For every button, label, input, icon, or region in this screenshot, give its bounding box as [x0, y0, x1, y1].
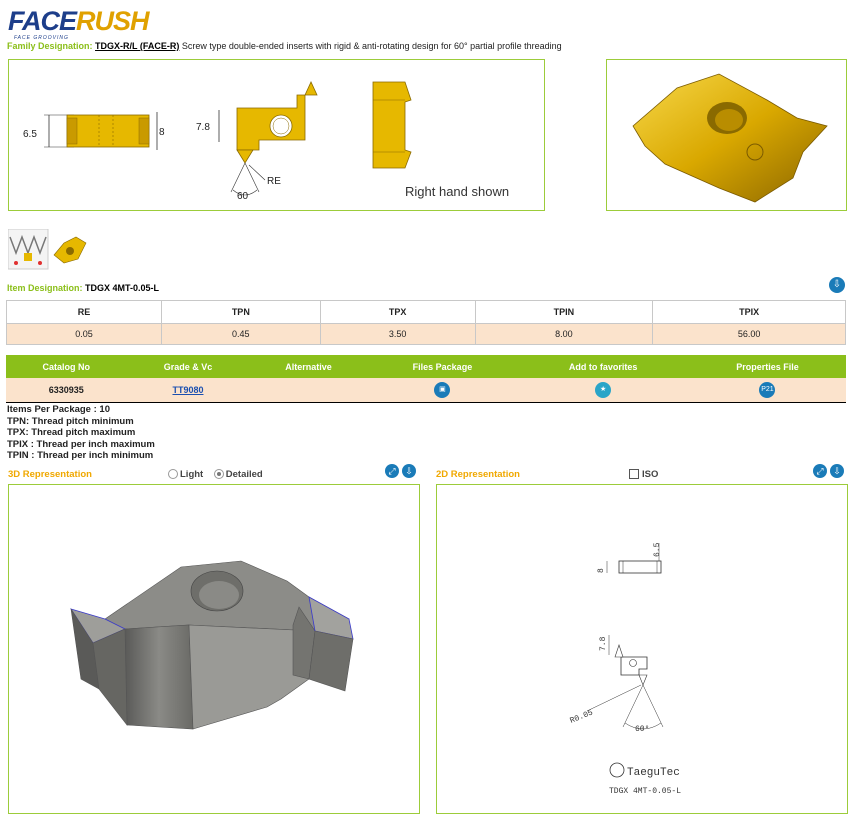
legend: Items Per Package : 10 TPN: Thread pitch…: [7, 404, 155, 462]
family-code-link[interactable]: TDGX-R/L (FACE-R): [95, 41, 180, 51]
legend-line: TPIN : Thread per inch minimum: [7, 450, 154, 462]
dim-8: 8: [159, 127, 165, 138]
catalog-header: Grade & Vc: [126, 355, 250, 378]
drawing-2d: 8 6.5 7.8 60° R0.05 TaeguTec TDGX 4MT-0.…: [569, 542, 681, 796]
param-header: TPN: [161, 300, 321, 324]
param-header: TPIX: [652, 300, 846, 324]
rep3d-title: 3D Representation: [8, 469, 92, 480]
catalog-header: Files Package: [367, 355, 518, 378]
download-icon[interactable]: ⇩: [829, 277, 845, 293]
catalog-number: 6330935: [6, 378, 127, 403]
alternative-cell: [249, 378, 368, 403]
files-package-icon[interactable]: ▣: [434, 382, 451, 398]
catalog-header: Catalog No: [6, 355, 127, 378]
table-row: 6330935 TT9080 ▣ ★ P21: [6, 378, 846, 403]
catalog-header: Alternative: [249, 355, 368, 378]
iso-toggle[interactable]: ISO: [629, 469, 658, 480]
brand-logo: FACERUSH FACE GROOVING: [8, 6, 188, 42]
viewer-2d[interactable]: 8 6.5 7.8 60° R0.05 TaeguTec TDGX 4MT-0.…: [436, 484, 848, 814]
logo-subtitle: FACE GROOVING: [14, 35, 69, 41]
expand-2d-icon[interactable]: ⤢: [813, 464, 827, 478]
radio-detailed-label[interactable]: Detailed: [225, 469, 263, 480]
dim-re: RE: [267, 176, 281, 187]
dim2d-radius: R0.05: [569, 708, 595, 725]
catalog-header: Properties File: [688, 355, 846, 378]
item-designation: Item Designation: TDGX 4MT-0.05-L: [7, 283, 159, 293]
param-value: 56.00: [652, 323, 846, 345]
expand-3d-icon[interactable]: ⤢: [385, 464, 399, 478]
param-value: 0.45: [161, 323, 321, 345]
dim2d-6-5: 6.5: [653, 542, 662, 557]
viewer-3d[interactable]: [8, 484, 420, 814]
logo-part1: FACE: [8, 6, 77, 36]
dim-6-5: 6.5: [23, 129, 37, 140]
dim2d-8: 8: [597, 568, 606, 573]
radio-detailed[interactable]: [213, 469, 224, 480]
param-value: 3.50: [319, 323, 476, 345]
parameters-table: RE TPN TPX TPIN TPIX 0.05 0.45 3.50 8.00…: [5, 300, 846, 345]
technical-drawing-panel: 6.5 8 7.8 60 RE Right hand shown: [8, 59, 545, 211]
family-designation: Family Designation: TDGX-R/L (FACE-R) Sc…: [7, 41, 562, 51]
favorites-star-icon[interactable]: ★: [595, 382, 612, 398]
catalog-table: Catalog No Grade & Vc Alternative Files …: [6, 355, 846, 403]
application-thumbnails: [7, 228, 90, 274]
render-mode-options: Light Detailed: [168, 469, 263, 480]
product-image-panel: [606, 59, 847, 211]
param-header: TPX: [319, 300, 476, 324]
legend-line: Items Per Package : 10: [7, 404, 110, 415]
iso-checkbox[interactable]: [629, 469, 639, 480]
family-label: Family Designation:: [7, 41, 93, 51]
radio-light[interactable]: [168, 469, 178, 480]
drawing-caption: Right hand shown: [405, 184, 509, 199]
properties-file-icon[interactable]: P21: [759, 382, 776, 398]
rep2d-title: 2D Representation: [436, 469, 520, 480]
item-value: TDGX 4MT-0.05-L: [85, 283, 160, 293]
product-image: [632, 73, 828, 203]
param-header: RE: [5, 300, 163, 324]
iso-label: ISO: [642, 469, 659, 480]
download-3d-icon[interactable]: ⇩: [402, 464, 416, 478]
param-value: 8.00: [474, 323, 654, 345]
radio-light-label[interactable]: Light: [180, 469, 204, 480]
logo-part2: RUSH: [76, 6, 150, 36]
catalog-header: Add to favorites: [517, 355, 689, 378]
param-value: 0.05: [5, 323, 163, 345]
technical-drawing: 6.5 8 7.8 60 RE Right hand shown: [23, 81, 509, 202]
download-2d-icon[interactable]: ⇩: [830, 464, 844, 478]
dim-60: 60: [237, 191, 249, 202]
part-label-2d: TDGX 4MT-0.05-L: [609, 787, 681, 796]
legend-line: TPIX : Thread per inch maximum: [7, 438, 155, 450]
model-3d[interactable]: [9, 485, 419, 813]
legend-line: TPN: Thread pitch minimum: [7, 415, 134, 427]
legend-line: TPX: Thread pitch maximum: [7, 427, 136, 439]
dim-7-8: 7.8: [196, 122, 210, 133]
family-description: Screw type double-ended inserts with rig…: [181, 41, 562, 51]
brand-mark: TaeguTec: [627, 767, 680, 779]
dim2d-angle: 60°: [635, 725, 649, 734]
thumbnail-icons: [7, 228, 88, 270]
param-header: TPIN: [474, 300, 654, 324]
grade-link[interactable]: TT9080: [172, 385, 204, 395]
dim2d-7-8: 7.8: [599, 636, 608, 651]
item-label: Item Designation:: [7, 283, 83, 293]
